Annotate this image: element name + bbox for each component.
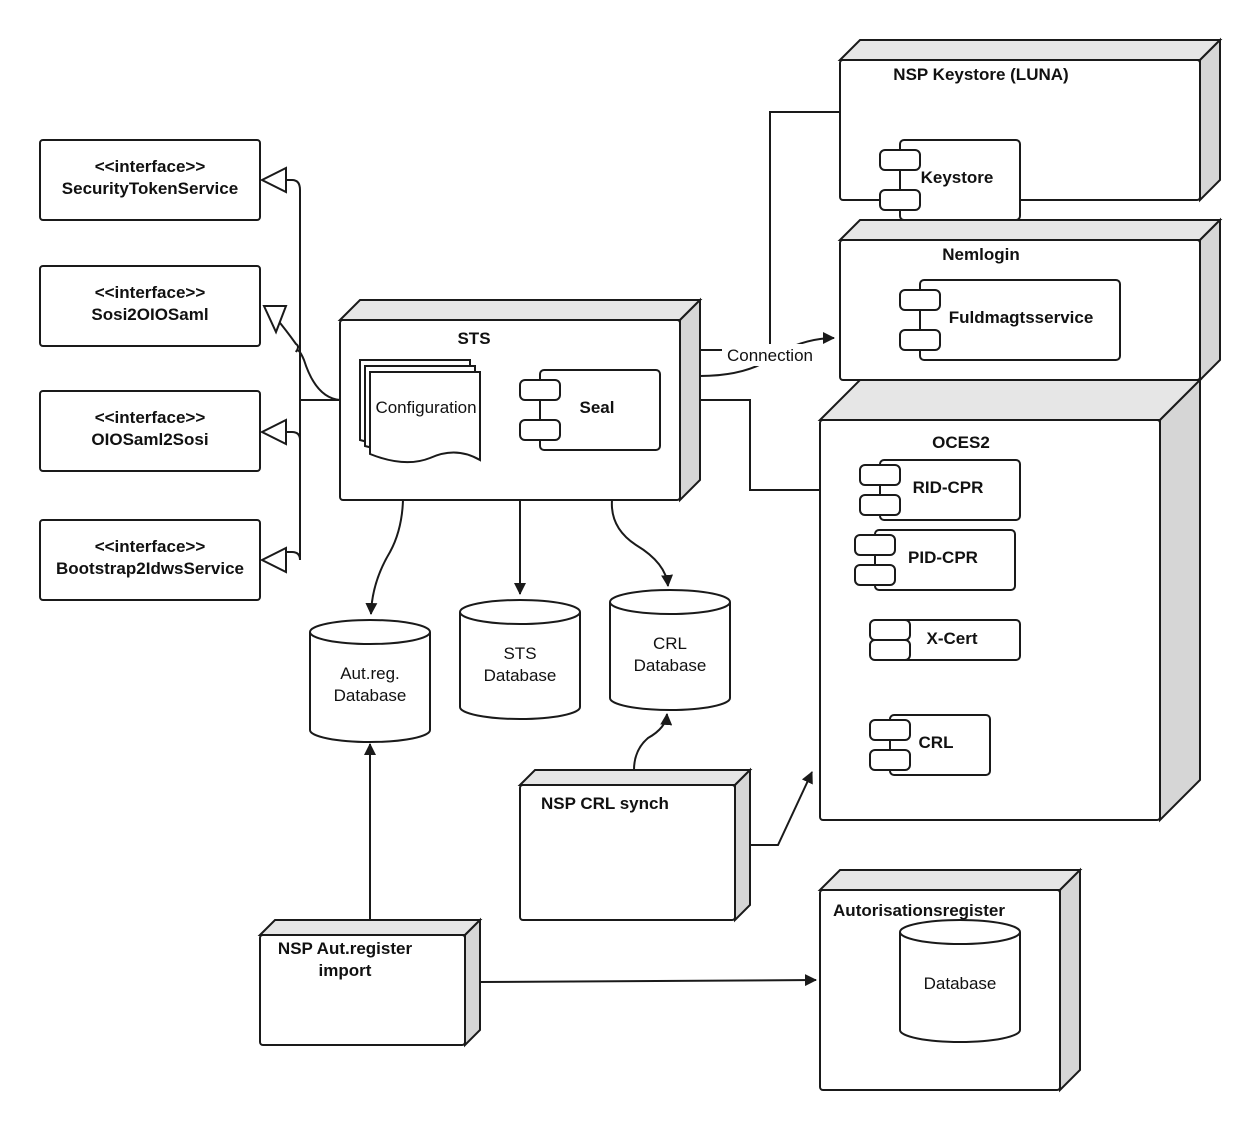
rid-cpr-label: RID-CPR xyxy=(913,478,984,497)
fuldmagtsservice-component[interactable]: Fuldmagtsservice xyxy=(899,279,1121,361)
node-title: OCES2 xyxy=(932,433,990,452)
sts-to-oces2-connector xyxy=(700,399,820,491)
interface-sosi2oiosaml[interactable]: <<interface>> Sosi2OIOSaml xyxy=(39,265,261,347)
crl-component[interactable]: CRL xyxy=(869,714,991,776)
oces2-node[interactable]: OCES2 RID-CPR PID-CPR X-Cert CRL xyxy=(817,377,1203,823)
database-label-line2: Database xyxy=(484,666,557,685)
component-port xyxy=(899,329,941,351)
interface-name: SecurityTokenService xyxy=(62,179,238,198)
component-port xyxy=(879,189,921,211)
node-title: Nemlogin xyxy=(942,245,1019,264)
database-label-line1: STS xyxy=(503,644,536,663)
sts-database[interactable]: STS Database xyxy=(459,599,581,720)
crl-label: CRL xyxy=(919,733,954,752)
node-title: STS xyxy=(457,329,490,348)
rid-cpr-component[interactable]: RID-CPR xyxy=(859,459,1021,521)
crl-synch-to-crl-db-connector xyxy=(633,713,673,771)
seal-label: Seal xyxy=(580,398,615,417)
database-label: Database xyxy=(924,974,997,993)
component-port xyxy=(859,494,901,516)
configuration-label: Configuration xyxy=(375,398,476,417)
database-label-line2: Database xyxy=(634,656,707,675)
connection-label-group: Connection xyxy=(722,344,818,366)
realization-arrowhead xyxy=(259,418,287,446)
keystore-label: Keystore xyxy=(921,168,994,187)
component-port xyxy=(519,419,561,441)
fuldmagtsservice-label: Fuldmagtsservice xyxy=(949,308,1094,327)
node-title: NSP CRL synch xyxy=(541,794,669,813)
x-cert-component[interactable]: X-Cert xyxy=(869,619,1021,661)
realization-connectors xyxy=(259,166,341,574)
component-port xyxy=(854,564,896,586)
component-port xyxy=(869,749,911,771)
node-title-line2: import xyxy=(319,961,372,980)
interface-name: Bootstrap2IdwsService xyxy=(56,559,244,578)
node-title: Autorisationsregister xyxy=(833,901,1005,920)
crl-synch-to-oces2-connector xyxy=(750,771,813,846)
pid-cpr-component[interactable]: PID-CPR xyxy=(854,529,1016,591)
database-label-line2: Database xyxy=(334,686,407,705)
connection-label-background xyxy=(722,344,818,366)
interface-name: OIOSaml2Sosi xyxy=(91,430,208,449)
component-port xyxy=(899,289,941,311)
component-port xyxy=(869,619,911,641)
pid-cpr-label: PID-CPR xyxy=(908,548,978,567)
node-title-line1: NSP Aut.register xyxy=(278,939,413,958)
database-label-line1: CRL xyxy=(653,634,687,653)
node-title: NSP Keystore (LUNA) xyxy=(893,65,1068,84)
autreg-database[interactable]: Aut.reg. Database xyxy=(309,619,431,743)
sts-to-crl-db-connector xyxy=(610,499,674,587)
component-port xyxy=(854,534,896,556)
connection-label: Connection xyxy=(727,346,813,365)
nemlogin-node[interactable]: Nemlogin Fuldmagtsservice xyxy=(837,217,1223,383)
interface-name: Sosi2OIOSaml xyxy=(91,305,208,324)
interface-oiosaml2sosi[interactable]: <<interface>> OIOSaml2Sosi xyxy=(39,390,261,472)
interface-stereotype: <<interface>> xyxy=(95,283,206,302)
seal-component[interactable]: Seal xyxy=(519,369,661,451)
interface-stereotype: <<interface>> xyxy=(95,408,206,427)
interface-security-token-service[interactable]: <<interface>> SecurityTokenService xyxy=(39,139,261,221)
interface-stereotype: <<interface>> xyxy=(95,157,206,176)
realization-arrowhead xyxy=(259,546,287,574)
component-port xyxy=(869,639,911,661)
nsp-autregister-import-node[interactable]: NSP Aut.register import xyxy=(257,917,483,1048)
interface-stereotype: <<interface>> xyxy=(95,537,206,556)
component-port xyxy=(879,149,921,171)
sts-to-autreg-db-connector xyxy=(365,499,404,615)
component-port xyxy=(859,464,901,486)
configuration-artifact[interactable]: Configuration xyxy=(359,359,481,464)
autreg-database-cylinder[interactable]: Database xyxy=(899,919,1021,1043)
keystore-component[interactable]: Keystore xyxy=(879,139,1021,221)
nsp-keystore-node[interactable]: NSP Keystore (LUNA) Keystore xyxy=(837,37,1223,221)
component-port xyxy=(519,379,561,401)
x-cert-label: X-Cert xyxy=(926,629,977,648)
component-port xyxy=(869,719,911,741)
nsp-crl-synch-node[interactable]: NSP CRL synch xyxy=(517,767,753,923)
database-label-line1: Aut.reg. xyxy=(340,664,400,683)
interface-bootstrap2idwsservice[interactable]: <<interface>> Bootstrap2IdwsService xyxy=(39,519,261,601)
crl-database[interactable]: CRL Database xyxy=(609,589,731,711)
realization-arrowhead xyxy=(262,305,288,335)
autreg-import-to-autorisationsregister-connector xyxy=(479,974,817,987)
autorisationsregister-node[interactable]: Autorisationsregister Database xyxy=(817,867,1083,1093)
sts-to-keystore-connector xyxy=(700,111,840,351)
sts-node[interactable]: STS Configuration Seal xyxy=(337,297,703,503)
realization-arrowhead xyxy=(259,166,287,194)
